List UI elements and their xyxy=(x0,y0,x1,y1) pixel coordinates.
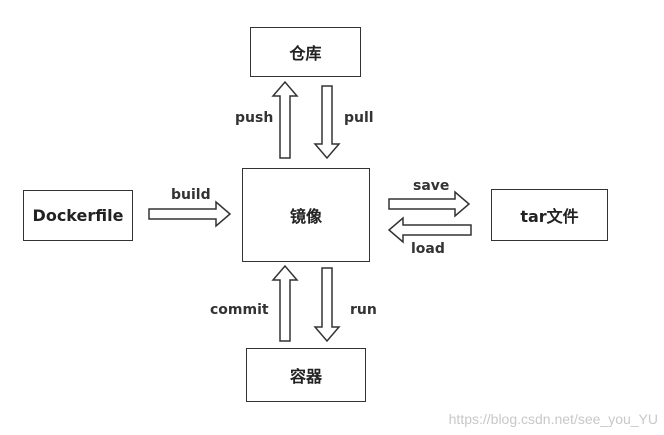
node-repo-label: 仓库 xyxy=(289,44,322,63)
edge-label-load: load xyxy=(411,241,445,257)
arrow-pull xyxy=(313,85,341,160)
node-dockerfile-label: Dockerfile xyxy=(32,206,124,225)
node-repo: 仓库 xyxy=(250,27,361,77)
edge-label-run: run xyxy=(350,302,377,318)
arrow-save xyxy=(388,190,471,218)
node-tar-label: tar文件 xyxy=(520,207,579,226)
node-container-label: 容器 xyxy=(289,367,322,386)
edge-label-pull: pull xyxy=(344,110,374,126)
edge-label-save: save xyxy=(413,178,450,194)
node-image-label: 镜像 xyxy=(289,207,322,226)
edge-label-push: push xyxy=(235,110,274,126)
node-tar: tar文件 xyxy=(491,189,608,241)
arrow-commit xyxy=(271,264,299,342)
arrow-push xyxy=(271,80,299,159)
edge-label-build: build xyxy=(171,187,211,203)
node-dockerfile: Dockerfile xyxy=(23,190,133,241)
arrow-run xyxy=(313,267,341,343)
node-container: 容器 xyxy=(246,348,366,402)
arrow-build xyxy=(148,200,232,228)
node-image: 镜像 xyxy=(242,168,370,262)
watermark: https://blog.csdn.net/see_you_YU xyxy=(448,411,658,427)
arrow-load xyxy=(387,216,472,244)
edge-label-commit: commit xyxy=(210,302,269,318)
